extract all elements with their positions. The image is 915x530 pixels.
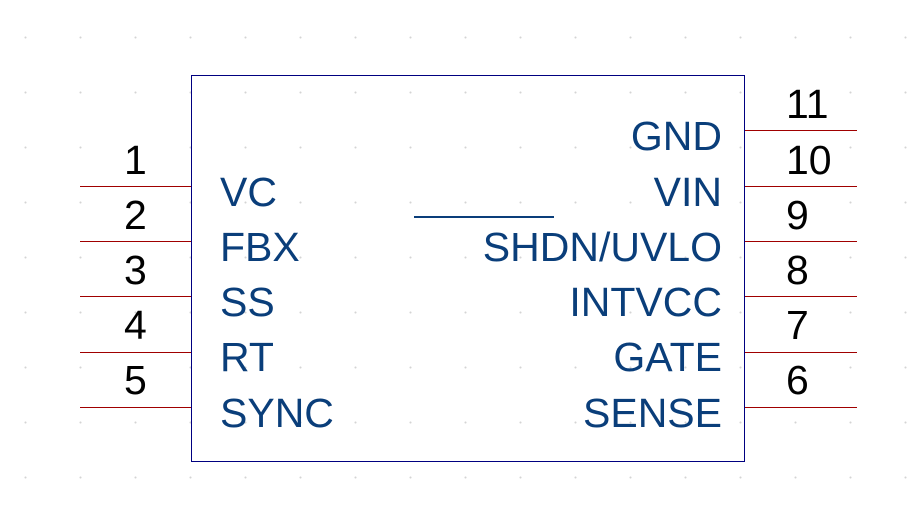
pin-label-gate: GATE bbox=[613, 334, 722, 380]
pin-number-9: 9 bbox=[786, 192, 809, 238]
pin-number-8: 8 bbox=[786, 247, 809, 293]
pin-line-11[interactable] bbox=[745, 130, 857, 131]
pin-number-7: 7 bbox=[786, 302, 809, 348]
pin-number-2: 2 bbox=[124, 192, 147, 238]
pin-number-1: 1 bbox=[124, 137, 147, 183]
pin-label-shdn-uvlo: SHDN/UVLO bbox=[482, 224, 722, 270]
pin-label-fbx: FBX bbox=[220, 224, 300, 270]
pin-number-5: 5 bbox=[124, 357, 147, 403]
pin-label-intvcc: INTVCC bbox=[569, 279, 722, 325]
pin-label-gnd: GND bbox=[630, 113, 722, 159]
pin-label-vc: VC bbox=[220, 169, 277, 215]
pin-line-7[interactable] bbox=[745, 352, 857, 353]
pin-line-9[interactable] bbox=[745, 241, 857, 242]
pin-line-3[interactable] bbox=[80, 296, 191, 297]
shdn-overbar bbox=[414, 216, 554, 218]
pin-number-10: 10 bbox=[786, 137, 832, 183]
pin-number-6: 6 bbox=[786, 357, 809, 403]
pin-number-3: 3 bbox=[124, 247, 147, 293]
pin-line-10[interactable] bbox=[745, 186, 857, 187]
pin-label-sense: SENSE bbox=[583, 390, 722, 436]
pin-line-1[interactable] bbox=[80, 186, 191, 187]
pin-number-11: 11 bbox=[786, 81, 829, 127]
pin-line-6[interactable] bbox=[745, 407, 857, 408]
component-body[interactable] bbox=[191, 75, 745, 462]
pin-label-sync: SYNC bbox=[220, 390, 334, 436]
pin-line-2[interactable] bbox=[80, 241, 191, 242]
pin-label-vin: VIN bbox=[653, 169, 722, 215]
pin-line-4[interactable] bbox=[80, 352, 191, 353]
pin-label-rt: RT bbox=[220, 334, 274, 380]
pin-label-ss: SS bbox=[220, 279, 275, 325]
pin-number-4: 4 bbox=[124, 302, 147, 348]
pin-line-8[interactable] bbox=[745, 296, 857, 297]
pin-line-5[interactable] bbox=[80, 407, 191, 408]
